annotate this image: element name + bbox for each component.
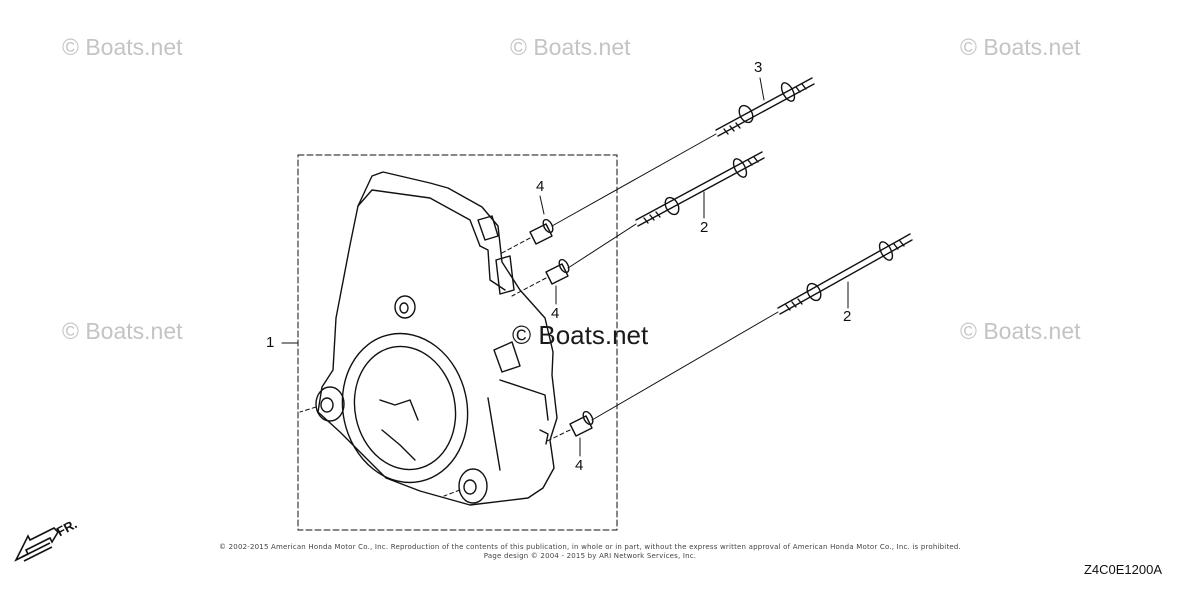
copyright-line-2: Page design © 2004 - 2015 by ARI Network… <box>483 552 697 560</box>
bolt-2-upper <box>635 151 765 227</box>
leader-4-top <box>539 195 545 215</box>
callout-2-upper: 2 <box>700 219 709 236</box>
clip-middle <box>495 255 515 295</box>
bolt-2-lower <box>777 233 913 315</box>
watermark-middle-left: © Boats.net <box>62 318 183 344</box>
clip-top <box>477 215 499 241</box>
mount-hole-top <box>394 295 416 319</box>
collar-4-top <box>529 218 554 245</box>
front-arrow-icon <box>14 527 60 562</box>
shroud-opening-outer <box>341 332 469 484</box>
callout-2-lower: 2 <box>843 308 852 325</box>
watermark-top-center: © Boats.net <box>510 34 631 60</box>
collar-4-middle <box>545 258 570 285</box>
watermark-center: © Boats.net <box>512 320 649 350</box>
bolt-3 <box>715 77 815 137</box>
watermark-middle-right: © Boats.net <box>960 318 1081 344</box>
callout-3: 3 <box>754 59 763 76</box>
copyright-line-1: © 2002-2015 American Honda Motor Co., In… <box>219 543 961 551</box>
mount-ear-bottom <box>458 468 488 504</box>
fan-shroud <box>317 171 558 506</box>
callout-1: 1 <box>266 334 275 351</box>
leader-3 <box>759 77 765 101</box>
watermark-top-left: © Boats.net <box>62 34 183 60</box>
diagram-code: Z4C0E1200A <box>1083 562 1162 577</box>
callout-4-middle: 4 <box>551 305 560 322</box>
shroud-opening-inner <box>353 345 457 471</box>
clip-lower <box>493 341 521 373</box>
callout-4-bottom: 4 <box>575 457 584 474</box>
callout-4-top: 4 <box>536 178 545 195</box>
collar-4-bottom <box>569 410 594 437</box>
mount-ear-left <box>315 386 345 422</box>
watermark-top-right: © Boats.net <box>960 34 1081 60</box>
